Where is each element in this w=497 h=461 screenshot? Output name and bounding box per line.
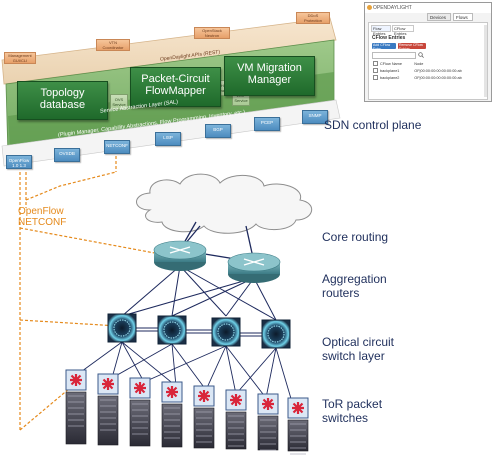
optical-switch-icon xyxy=(211,317,241,347)
server-rack-icon xyxy=(193,407,215,449)
label-line: switch layer xyxy=(322,349,385,363)
opendaylight-logo-icon xyxy=(367,5,372,10)
module-line: FlowMapper xyxy=(145,85,206,97)
label-optical-layer: Optical circuit switch layer xyxy=(322,335,394,363)
agg-ocs-links xyxy=(121,265,277,321)
module-line: Packet-Circuit xyxy=(141,73,210,85)
module-line: Manager xyxy=(247,74,292,86)
southbound-plugin: BGP xyxy=(205,124,231,138)
cflow-name-cell: backplane1 xyxy=(380,69,400,73)
opendaylight-logo: OPENDAYLIGHT xyxy=(373,5,412,11)
topology-database-module: Topology database xyxy=(17,81,108,120)
tor-switch-icon xyxy=(65,369,87,391)
tor-switch-icon xyxy=(193,385,215,407)
optical-switch-icon xyxy=(261,319,291,349)
app-tile: DDoS Protection xyxy=(296,12,330,24)
window-header: OPENDAYLIGHT xyxy=(365,3,491,13)
label-core-routing: Core routing xyxy=(322,230,389,244)
tor-switch-icon xyxy=(257,393,279,415)
module-line: VM Migration xyxy=(237,62,302,74)
add-cflow-button[interactable]: Add CFlow Entry xyxy=(372,43,396,51)
cflow-name-cell: backplane2 xyxy=(380,76,400,80)
tor-switch-icon xyxy=(225,389,247,411)
router-icon xyxy=(227,252,281,283)
search-input[interactable] xyxy=(372,52,416,59)
tor-switch-icon xyxy=(161,381,183,403)
label-line: ToR packet xyxy=(322,397,383,411)
protocol-label: OpenFlow NETCONF xyxy=(18,206,66,228)
control-links xyxy=(19,156,161,431)
subtab-flow-entries[interactable]: Flow Entries xyxy=(371,25,391,36)
node-cell: OF|00:00:00:00:00:00:00:ab xyxy=(414,69,462,73)
search-icon[interactable] xyxy=(418,52,424,58)
cflow-table: CFlow Name Node backplane1 OF|00:00:00:0… xyxy=(372,61,484,82)
ocs-tor-links xyxy=(77,341,293,403)
section-title: CFlow Entries xyxy=(372,35,406,41)
protocol-openflow: OpenFlow xyxy=(18,206,64,217)
module-line: Topology xyxy=(40,87,85,99)
server-rack-icon xyxy=(161,403,183,448)
module-line: database xyxy=(39,99,86,111)
app-tile: Management GUI/CLI xyxy=(4,52,36,64)
row-checkbox[interactable] xyxy=(372,68,379,75)
header-checkbox[interactable] xyxy=(372,61,379,68)
cloud-icon xyxy=(136,173,312,234)
label-aggregation: Aggregation routers xyxy=(322,272,387,300)
tor-switch-icon xyxy=(97,373,119,395)
southbound-plugin: LISP xyxy=(155,132,181,146)
tor-switch-icon xyxy=(129,377,151,399)
flows-panel: Flow Entries CFlow Entries CFlow Entries… xyxy=(368,22,488,100)
node-cell: OF|00:00:00:00:00:00:00:ab xyxy=(414,76,462,80)
label-line: routers xyxy=(322,286,360,300)
router-icon xyxy=(153,240,207,271)
tab-flows[interactable]: Flows xyxy=(453,13,473,21)
tor-switch-icon xyxy=(287,397,309,419)
header-node: Node xyxy=(414,62,424,66)
optical-switch-icon xyxy=(107,313,137,343)
table-row[interactable]: backplane2 OF|00:00:00:00:00:00:00:ab xyxy=(372,75,484,82)
protocol-netconf: NETCONF xyxy=(18,217,67,228)
server-rack-icon xyxy=(129,399,151,447)
opendaylight-window: OPENDAYLIGHT Devices Flows Flow Entries … xyxy=(364,2,492,102)
southbound-plugin: PCEP xyxy=(254,117,280,131)
app-tile: VTN Coordinator xyxy=(96,39,130,51)
southbound-plugin: NETCONF xyxy=(104,140,130,154)
server-rack-icon xyxy=(257,415,279,451)
row-checkbox[interactable] xyxy=(372,75,379,82)
tor-switches xyxy=(65,369,309,455)
server-rack-icon xyxy=(287,419,309,455)
service-block: OVS Service xyxy=(110,94,128,110)
app-tile: OpenStack Neutron xyxy=(194,27,230,39)
packet-circuit-flowmapper-module: Packet-Circuit FlowMapper xyxy=(130,67,221,107)
table-row[interactable]: backplane1 OF|00:00:00:00:00:00:00:ab xyxy=(372,68,484,75)
tab-devices[interactable]: Devices xyxy=(427,13,451,21)
southbound-plugin: SNMP xyxy=(302,110,328,124)
label-line: Aggregation xyxy=(322,272,387,286)
subtab-cflow-entries[interactable]: CFlow Entries xyxy=(392,25,414,36)
server-rack-icon xyxy=(65,391,87,445)
vm-migration-manager-module: VM Migration Manager xyxy=(224,56,315,96)
server-rack-icon xyxy=(225,411,247,450)
scrollbar[interactable] xyxy=(484,25,487,97)
optical-switch-icon xyxy=(157,315,187,345)
label-line: switches xyxy=(322,411,369,425)
ocs-links xyxy=(134,327,264,337)
southbound-plugin: OpenFlow 1.0 1.3 xyxy=(6,155,32,169)
table-header-row: CFlow Name Node xyxy=(372,61,484,68)
server-rack-icon xyxy=(97,395,119,446)
header-cflow-name: CFlow Name xyxy=(380,62,402,66)
label-tor: ToR packet switches xyxy=(322,397,382,425)
label-control-plane: SDN control plane xyxy=(324,118,422,132)
southbound-plugin: OVSDB xyxy=(54,148,80,162)
remove-cflow-button[interactable]: Remove CFlow Entries xyxy=(398,43,426,51)
label-line: Optical circuit xyxy=(322,335,395,349)
